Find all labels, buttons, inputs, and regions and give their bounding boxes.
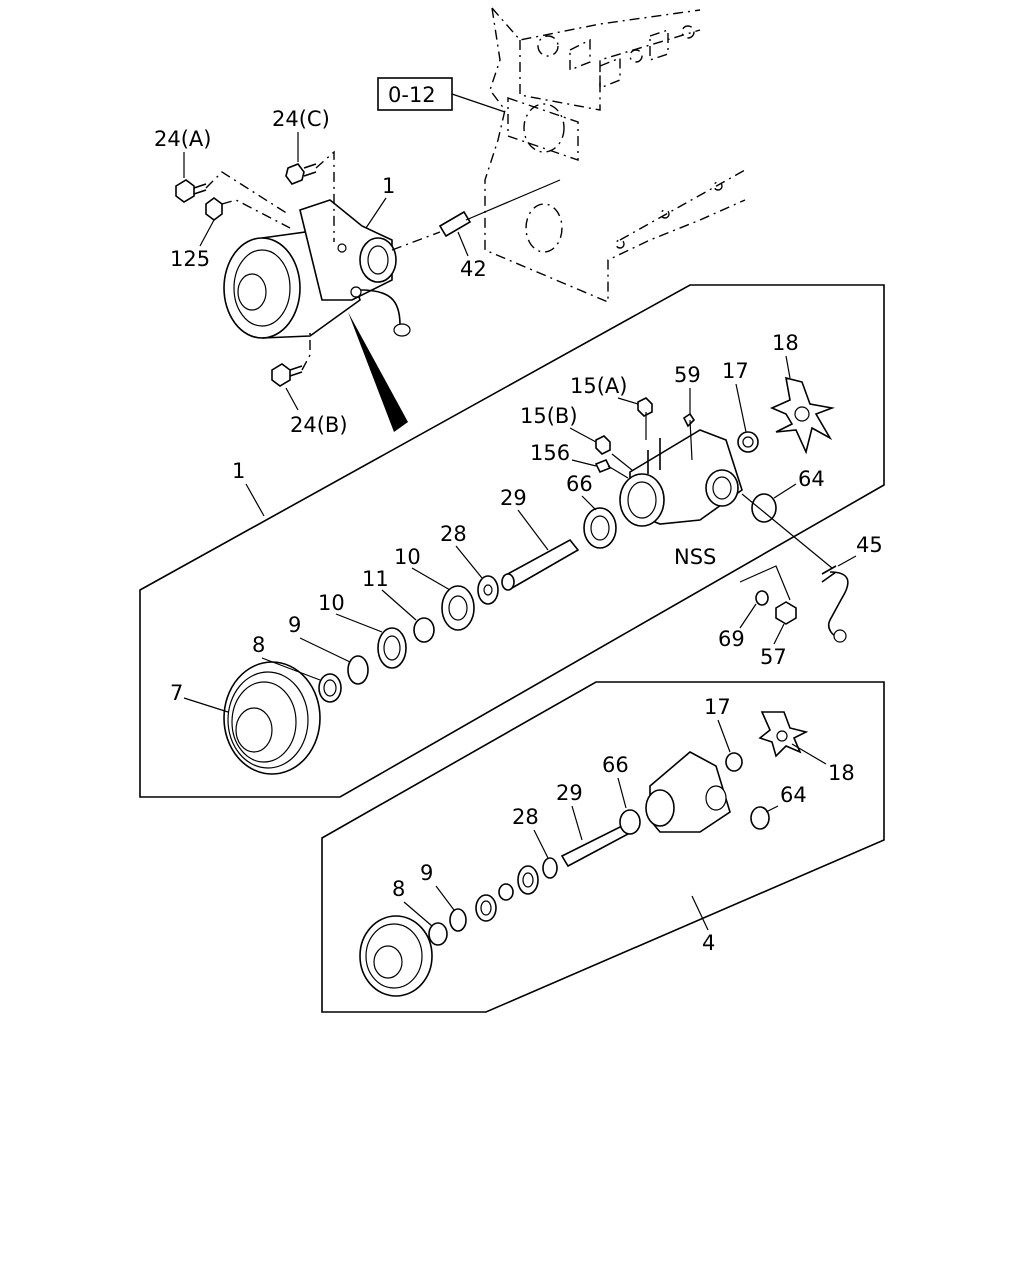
callout-59: 59 — [674, 363, 701, 387]
callout-8: 8 — [252, 633, 265, 657]
nut-125 — [205, 197, 223, 221]
callout-10b: 10 — [318, 591, 345, 615]
callout-1-group: 1 — [232, 459, 245, 483]
callout-18b: 18 — [828, 761, 855, 785]
callout-18: 18 — [772, 331, 799, 355]
reference-box-label: 0-12 — [388, 83, 436, 107]
water-pump-assembly — [223, 199, 411, 339]
bolt-57[interactable] — [775, 601, 797, 625]
group-4-frame — [321, 681, 885, 1013]
callout-125: 125 — [170, 247, 210, 271]
engine-block — [484, 7, 746, 304]
callout-17b: 17 — [704, 695, 731, 719]
snap-ring-9b[interactable] — [449, 908, 467, 932]
callout-64: 64 — [798, 467, 825, 491]
callout-66: 66 — [566, 472, 593, 496]
callout-4: 4 — [702, 931, 715, 955]
bearing-4b[interactable] — [517, 865, 539, 895]
shaft-29[interactable] — [501, 538, 580, 591]
callout-8b: 8 — [392, 877, 405, 901]
callout-24c: 24(C) — [272, 107, 330, 131]
callout-28: 28 — [440, 522, 467, 546]
washer-69[interactable] — [755, 590, 769, 606]
bearing-4a[interactable] — [475, 894, 497, 922]
washer-28[interactable] — [477, 575, 499, 605]
bearing-10b[interactable] — [441, 585, 475, 631]
plug-15b[interactable] — [595, 435, 611, 455]
nss-note: NSS — [674, 545, 716, 569]
bushing-17b[interactable] — [725, 752, 743, 772]
callout-11: 11 — [362, 567, 389, 591]
seal-66[interactable] — [583, 507, 617, 549]
callout-17: 17 — [722, 359, 749, 383]
snap-ring-9[interactable] — [347, 655, 369, 685]
seal-8b[interactable] — [428, 922, 448, 946]
callout-57: 57 — [760, 645, 787, 669]
callout-42: 42 — [460, 257, 487, 281]
callout-69: 69 — [718, 627, 745, 651]
callout-64b: 64 — [780, 783, 807, 807]
pulley-4[interactable] — [359, 915, 433, 997]
callout-10a: 10 — [394, 545, 421, 569]
bushing-17[interactable] — [737, 431, 759, 453]
pump-housing-4[interactable] — [645, 751, 731, 833]
callout-24a: 24(A) — [154, 127, 211, 151]
pulley-7[interactable] — [223, 661, 321, 775]
bolt-24c — [285, 163, 317, 185]
impeller-18[interactable] — [770, 376, 835, 455]
shaft-29b[interactable] — [560, 824, 630, 868]
reference-box-0-12[interactable]: 0-12 — [377, 77, 506, 113]
callout-1-top: 1 — [382, 174, 395, 198]
callout-66b: 66 — [602, 753, 629, 777]
bolt-24b — [271, 363, 303, 387]
seal-66b[interactable] — [619, 809, 641, 835]
callout-9b: 9 — [420, 861, 433, 885]
callout-29: 29 — [500, 486, 527, 510]
callout-15a: 15(A) — [570, 374, 627, 398]
callout-labels: 24(A) 24(C) 1 125 42 24(B) 1 15(A) 59 17… — [154, 107, 883, 955]
callout-45: 45 — [856, 533, 883, 557]
pin-59[interactable] — [682, 412, 696, 428]
o-ring-64[interactable] — [751, 493, 777, 523]
callout-28b: 28 — [512, 805, 539, 829]
impeller-18b[interactable] — [758, 711, 809, 758]
callout-7: 7 — [170, 681, 183, 705]
spacer-11[interactable] — [413, 617, 435, 643]
o-ring-64b[interactable] — [750, 806, 770, 830]
callout-156: 156 — [530, 441, 570, 465]
callout-9: 9 — [288, 613, 301, 637]
stud-42 — [438, 210, 472, 238]
callout-24b: 24(B) — [290, 413, 348, 437]
callout-29b: 29 — [556, 781, 583, 805]
pipe-45[interactable] — [821, 565, 849, 643]
plug-15a[interactable] — [637, 397, 653, 417]
seal-8[interactable] — [318, 673, 342, 703]
assembly-pointer-arrow — [348, 312, 408, 432]
spacer-4[interactable] — [498, 883, 514, 901]
bearing-10a[interactable] — [377, 627, 407, 669]
bolt-24a — [175, 179, 207, 203]
pin-156[interactable] — [594, 458, 612, 474]
washer-28b[interactable] — [542, 857, 558, 879]
pump-housing[interactable] — [619, 429, 743, 527]
callout-15b: 15(B) — [520, 404, 578, 428]
group-1-frame — [139, 284, 885, 798]
